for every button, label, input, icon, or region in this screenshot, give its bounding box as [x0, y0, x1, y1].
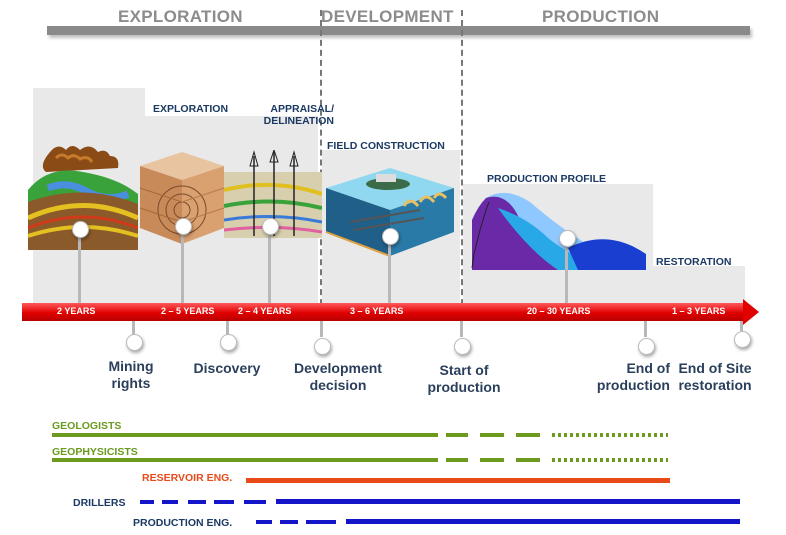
phase-exploration: EXPLORATION: [118, 7, 243, 26]
production-eng-bar: [346, 519, 740, 524]
drillers-dash-3: [188, 500, 206, 504]
role-geophysicists: GEOPHYSICISTS: [52, 446, 138, 458]
label-production-profile: PRODUCTION PROFILE: [487, 173, 607, 185]
duration-6: 1 – 3 YEARS: [672, 306, 726, 316]
milestone-stem-development: [320, 321, 323, 337]
stem-production: [565, 243, 568, 304]
milestone-development-decision: Development decision: [294, 360, 382, 393]
milestone-knob-discovery: [220, 334, 237, 351]
label-field-construction: FIELD CONSTRUCTION: [327, 140, 445, 152]
duration-1: 2 YEARS: [57, 306, 96, 316]
milestone-knob-end-production: [638, 338, 655, 355]
stem-field-construction: [388, 240, 391, 304]
duration-2: 2 – 5 YEARS: [161, 306, 215, 316]
stem-seismic: [181, 232, 184, 304]
geologists-dash-1: [446, 433, 468, 437]
geophysicists-dash-2: [480, 458, 504, 462]
knob-exploration: [72, 221, 89, 238]
production-eng-dash-2: [280, 520, 298, 524]
role-reservoir-eng: RESERVOIR ENG.: [142, 472, 233, 484]
label-appraisal: APPRAISAL/ DELINEATION: [263, 103, 334, 127]
milestone-start-of-production: Start of production: [427, 362, 501, 395]
label-restoration: RESTORATION: [656, 256, 732, 268]
milestone-stem-discovery: [226, 321, 229, 337]
milestone-stem-end-production: [644, 321, 647, 337]
milestone-knob-restoration: [734, 331, 751, 348]
drillers-dash-4: [214, 500, 234, 504]
geologists-dotted: [552, 433, 668, 437]
drillers-bar: [276, 499, 740, 504]
knob-production: [559, 230, 576, 247]
production-eng-dash-1: [256, 520, 272, 524]
timeline-arrowhead: [743, 299, 759, 325]
field-construction-illustration: [325, 168, 454, 257]
milestone-knob-mining: [126, 334, 143, 351]
timeline-bar: [22, 303, 744, 321]
duration-5: 20 – 30 YEARS: [527, 306, 591, 316]
phase-production: PRODUCTION: [542, 7, 660, 26]
milestone-mining-rights: Mining rights: [108, 358, 154, 391]
milestone-end-of-production: End of production: [596, 360, 670, 393]
phase-divider-production: [461, 10, 463, 335]
drillers-dash-2: [162, 500, 178, 504]
geophysicists-dash-3: [516, 458, 540, 462]
phase-bar: [47, 26, 750, 35]
drillers-dash-1: [140, 500, 154, 504]
duration-4: 3 – 6 YEARS: [350, 306, 404, 316]
seismic-cube-illustration: [139, 152, 225, 244]
milestone-stem-restoration: [740, 321, 743, 331]
geophysicists-dash-1: [446, 458, 468, 462]
geophysicists-dotted: [552, 458, 668, 462]
duration-3: 2 – 4 YEARS: [238, 306, 292, 316]
phase-development: DEVELOPMENT: [321, 7, 454, 26]
role-geologists: GEOLOGISTS: [52, 420, 122, 432]
geologists-dash-2: [480, 433, 504, 437]
stem-exploration: [78, 232, 81, 304]
milestone-knob-start: [454, 338, 471, 355]
knob-appraisal: [262, 218, 279, 235]
geologists-dash-3: [516, 433, 540, 437]
panel-restoration: [653, 266, 745, 303]
milestone-stem-start: [460, 321, 463, 337]
milestone-discovery: Discovery: [193, 360, 261, 376]
milestone-end-of-site-restoration: End of Site restoration: [678, 360, 752, 393]
geologists-bar: [52, 433, 438, 437]
geophysicists-bar: [52, 458, 438, 462]
milestone-knob-development: [314, 338, 331, 355]
stem-appraisal: [268, 232, 271, 304]
label-exploration: EXPLORATION: [153, 103, 229, 115]
role-production-eng: PRODUCTION ENG.: [133, 517, 233, 529]
milestone-stem-mining: [132, 321, 135, 337]
production-eng-dash-3: [306, 520, 336, 524]
drillers-dash-5: [244, 500, 266, 504]
knob-seismic: [175, 218, 192, 235]
reservoir-eng-bar: [246, 478, 670, 483]
production-profile-chart: [471, 192, 646, 270]
knob-field-construction: [382, 228, 399, 245]
role-drillers: DRILLERS: [73, 497, 126, 509]
